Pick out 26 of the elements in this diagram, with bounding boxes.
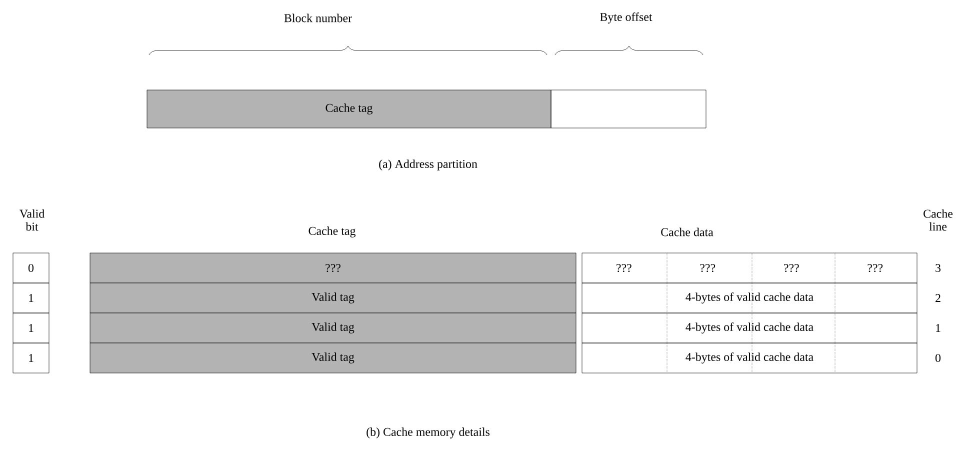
tag-cell: Valid tag <box>90 282 576 314</box>
subcaption: (a) Address partition <box>379 160 478 170</box>
column-header: Cache data <box>661 228 714 236</box>
subcaption: (b) Cache memory details <box>366 428 490 438</box>
column-header: Cache line <box>924 209 953 231</box>
line-number: 3 <box>936 264 941 272</box>
tag-cell: Valid tag <box>90 312 576 344</box>
valid-bit-cell: 1 <box>12 342 50 374</box>
data-cell: ??? ??? ??? ??? <box>582 252 918 284</box>
line-number: 2 <box>936 294 940 302</box>
column-header: Valid bit <box>20 209 44 231</box>
valid-bit-cell: 0 <box>12 252 50 284</box>
column-header: Cache tag <box>308 226 356 238</box>
data-cell: 4-bytes of valid cache data <box>582 282 918 314</box>
valid-bit-cell: 1 <box>12 282 50 314</box>
field-label: Byte offset <box>600 12 652 24</box>
valid-bit-cell: 1 <box>12 312 50 344</box>
line-number: 1 <box>936 324 940 332</box>
offset-field <box>550 90 706 128</box>
tag-field: Cache tag <box>146 90 552 128</box>
data-cell: 4-bytes of valid cache data <box>582 312 918 344</box>
line-number: 0 <box>935 354 941 362</box>
data-cell: 4-bytes of valid cache data <box>582 342 918 374</box>
tag-cell: Valid tag <box>90 342 576 374</box>
field-label: Block number <box>284 14 352 22</box>
tag-cell: ??? <box>90 252 576 284</box>
